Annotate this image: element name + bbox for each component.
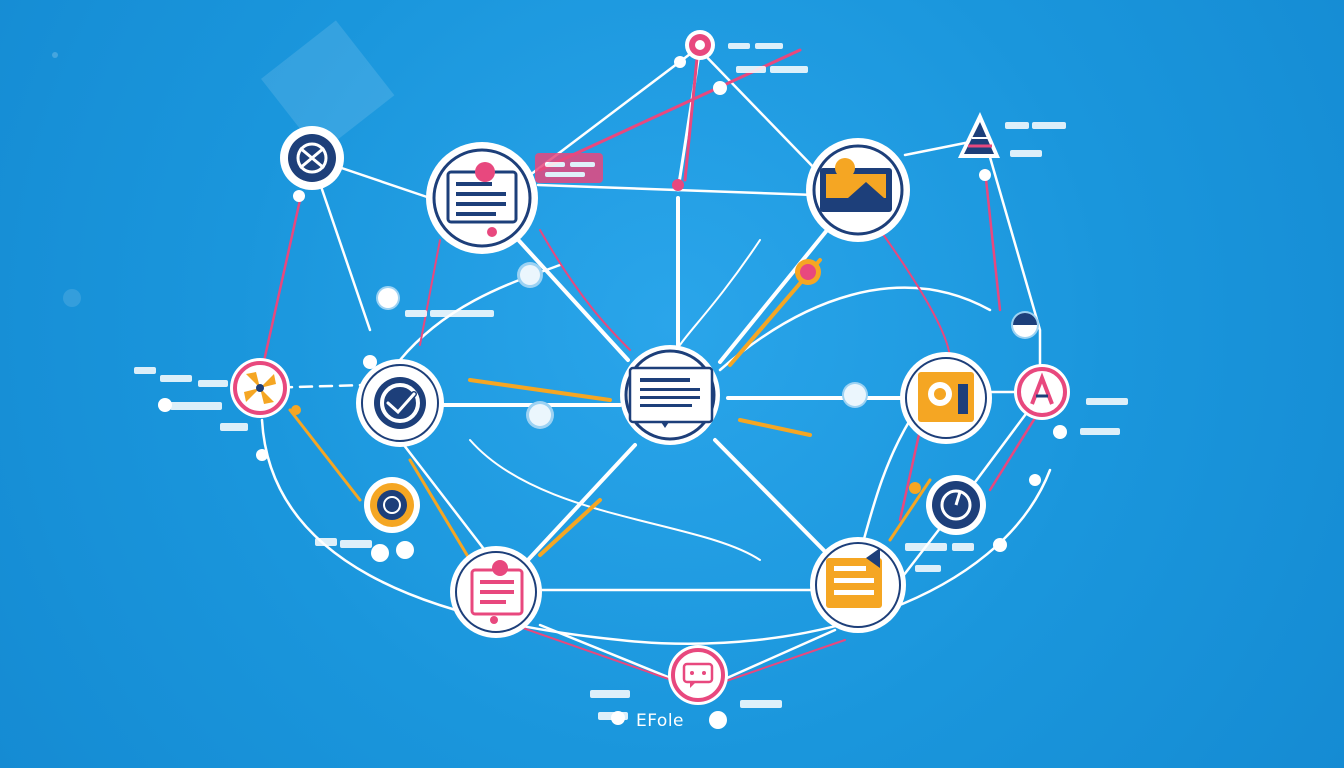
node-web-article[interactable] [426, 142, 538, 254]
connector-line [469, 439, 761, 561]
check-circle-icon [374, 377, 426, 429]
node-at-symbol[interactable] [364, 477, 420, 533]
warning-triangle-icon [958, 112, 1000, 158]
connector-line [260, 418, 1052, 646]
report-icon [470, 560, 524, 624]
chat-icon [682, 662, 714, 688]
gauge-icon [932, 481, 980, 529]
image-panel-icon [820, 158, 892, 212]
connector-line [696, 46, 820, 174]
node-photo-frame[interactable] [900, 352, 992, 444]
connector-line-pink [879, 229, 951, 361]
node-report-sheet[interactable] [450, 546, 542, 638]
connector-line [718, 286, 992, 372]
connector-line-pink [539, 229, 631, 351]
connector-line-orange [468, 378, 612, 402]
connector-line-orange [408, 458, 472, 562]
connector-line-orange [888, 478, 932, 542]
minor-icons [158, 56, 1067, 725]
node-key-top[interactable] [685, 30, 715, 60]
fan-icon [244, 372, 276, 404]
label-chips [134, 43, 1128, 720]
diagram-caption: EFole [636, 711, 684, 731]
connector-line [983, 138, 1042, 394]
node-media-panel[interactable] [806, 138, 910, 242]
node-globe[interactable] [280, 126, 344, 190]
node-fan[interactable] [230, 358, 290, 418]
key-icon [689, 34, 711, 56]
connector-line [258, 383, 367, 390]
connector-line [398, 263, 562, 362]
node-todo-list[interactable] [810, 537, 906, 633]
connector-line-pink [499, 619, 701, 691]
node-check-badge[interactable] [356, 359, 444, 447]
connector-line-pink [419, 239, 441, 346]
node-gauge[interactable] [926, 475, 986, 535]
background-decoration [52, 20, 395, 307]
photo-icon [918, 372, 974, 422]
connector-endpoints [256, 169, 1041, 729]
connector-line-pink [260, 198, 302, 372]
connector-line-orange [738, 418, 812, 437]
connector-line-pink [988, 408, 1042, 492]
at-sign-icon [370, 483, 414, 527]
connector-line-pink [983, 168, 1002, 312]
node-triangle-warning[interactable] [958, 112, 1000, 158]
connector-line-orange [538, 498, 602, 557]
node-font-badge[interactable] [1014, 364, 1070, 420]
connector-line [679, 239, 761, 346]
node-center-document[interactable] [620, 345, 720, 445]
document-icon [628, 366, 714, 428]
font-icon [1030, 372, 1054, 405]
connector-line-orange [288, 408, 362, 502]
connector-line-pink [898, 428, 922, 522]
globe-icon [288, 134, 336, 182]
node-chat-bottom[interactable] [668, 645, 728, 705]
checklist-icon [826, 548, 882, 608]
article-icon [446, 162, 518, 237]
connector-line-pink [683, 46, 700, 182]
